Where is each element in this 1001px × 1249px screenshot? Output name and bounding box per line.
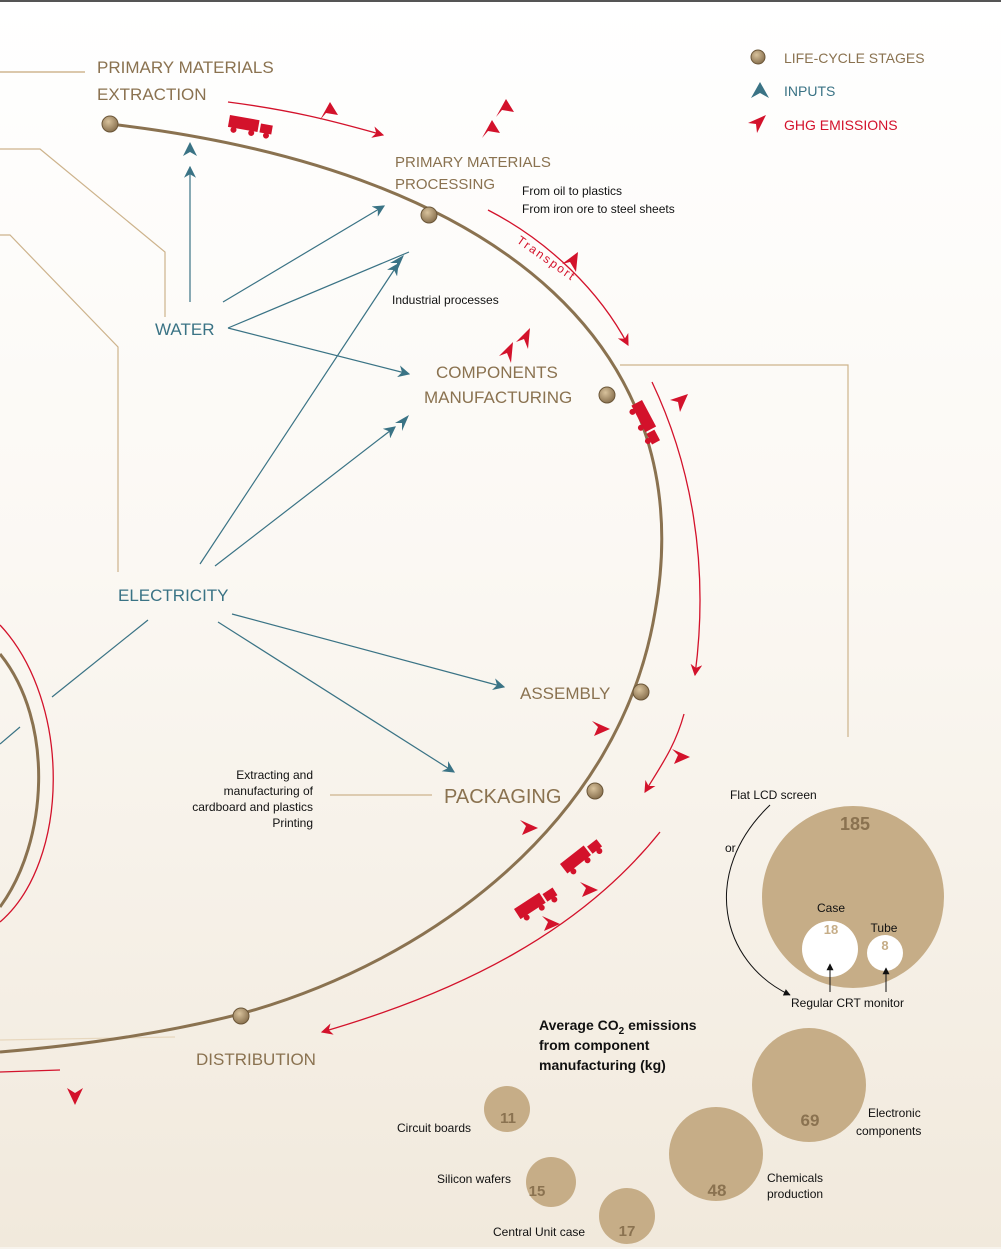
note-processing-1: From oil to plastics: [522, 184, 622, 198]
stage-label-distribution: DISTRIBUTION: [196, 1050, 316, 1069]
truck-icon: [227, 115, 661, 921]
crt-case-label: Case: [817, 901, 845, 915]
stage-label-processing-2: PROCESSING: [395, 176, 495, 193]
note-industrial: Industrial processes: [392, 293, 499, 307]
bubble-electronic-components: [752, 1028, 866, 1142]
legend-stage-label: LIFE-CYCLE STAGES: [784, 50, 925, 66]
stage-label-assembly: ASSEMBLY: [520, 684, 610, 703]
inner-cycle-path: [0, 653, 41, 908]
life-cycle-path: [0, 122, 664, 1054]
stage-nodes: [101, 115, 650, 1025]
crt-label: Regular CRT monitor: [791, 996, 904, 1010]
legend-input-icon: [751, 82, 769, 98]
note-packaging-1: Extracting and: [236, 768, 313, 782]
legend-emission-label: GHG EMISSIONS: [784, 117, 898, 133]
connector-lines: [0, 71, 849, 1041]
bubble-case-value: 17: [619, 1223, 636, 1240]
bubble-chemicals: [669, 1107, 763, 1201]
transport-arcs: [0, 101, 703, 1073]
monitor-comparison: 185 Case 18 Tube 8 Flat LCD screen or Re…: [725, 788, 944, 1010]
bubble-chem-label-2: production: [767, 1187, 823, 1201]
input-lines: [0, 165, 506, 773]
crt-case-bubble: [802, 921, 858, 977]
bubble-elec-label-2: components: [856, 1124, 921, 1138]
stage-label-packaging: PACKAGING: [444, 786, 561, 808]
stage-label-extraction-2: EXTRACTION: [97, 85, 207, 104]
crt-case-value: 18: [824, 922, 838, 937]
bubble-silicon-label: Silicon wafers: [437, 1172, 511, 1186]
bubble-circuit-value: 11: [500, 1110, 516, 1127]
note-packaging-3: cardboard and plastics: [192, 800, 313, 814]
chart-title: Average CO2 emissions: [539, 1017, 697, 1037]
component-emissions-chart: Average CO2 emissions from component man…: [397, 1017, 921, 1244]
crt-tube-label: Tube: [871, 921, 898, 935]
bubble-silicon-wafers: [526, 1157, 576, 1207]
legend-emission-icon: [748, 115, 766, 133]
legend: LIFE-CYCLE STAGES INPUTS GHG EMISSIONS: [748, 49, 925, 133]
input-label-electricity: ELECTRICITY: [118, 586, 229, 605]
crt-tube-value: 8: [881, 938, 888, 953]
bubble-case-label: Central Unit case: [493, 1225, 585, 1239]
chart-title-3: manufacturing (kg): [539, 1057, 666, 1073]
crt-tube-bubble: [867, 935, 903, 971]
note-packaging-2: manufacturing of: [224, 784, 314, 798]
bubble-elec-value: 69: [801, 1111, 820, 1130]
inner-emission-path: [0, 624, 54, 923]
ghg-emission-arrows: [67, 99, 690, 1105]
flat-lcd-label: Flat LCD screen: [730, 788, 817, 802]
stage-label-processing: PRIMARY MATERIALS: [395, 154, 551, 171]
note-transport: Transport: [514, 233, 578, 284]
bubble-chem-label-1: Chemicals: [767, 1171, 823, 1185]
bubble-central-unit-case: [599, 1188, 655, 1244]
bubble-circuit-label: Circuit boards: [397, 1121, 471, 1135]
input-arrowheads: [183, 142, 409, 431]
bubble-elec-label-1: Electronic: [868, 1106, 921, 1120]
input-label-water: WATER: [155, 320, 215, 339]
stage-label-components: COMPONENTS: [436, 363, 558, 382]
legend-stage-icon: [750, 49, 766, 65]
bubble-chem-value: 48: [708, 1181, 727, 1200]
or-label: or: [725, 841, 736, 855]
stage-label-extraction: PRIMARY MATERIALS: [97, 58, 274, 77]
bubble-circuit-boards: [484, 1086, 530, 1132]
stage-label-components-2: MANUFACTURING: [424, 388, 572, 407]
note-processing-2: From iron ore to steel sheets: [522, 202, 675, 216]
chart-title-2: from component: [539, 1037, 650, 1053]
lcd-value: 185: [840, 814, 870, 834]
legend-input-label: INPUTS: [784, 83, 835, 99]
note-packaging-4: Printing: [272, 816, 313, 830]
bubble-silicon-value: 15: [529, 1183, 546, 1200]
